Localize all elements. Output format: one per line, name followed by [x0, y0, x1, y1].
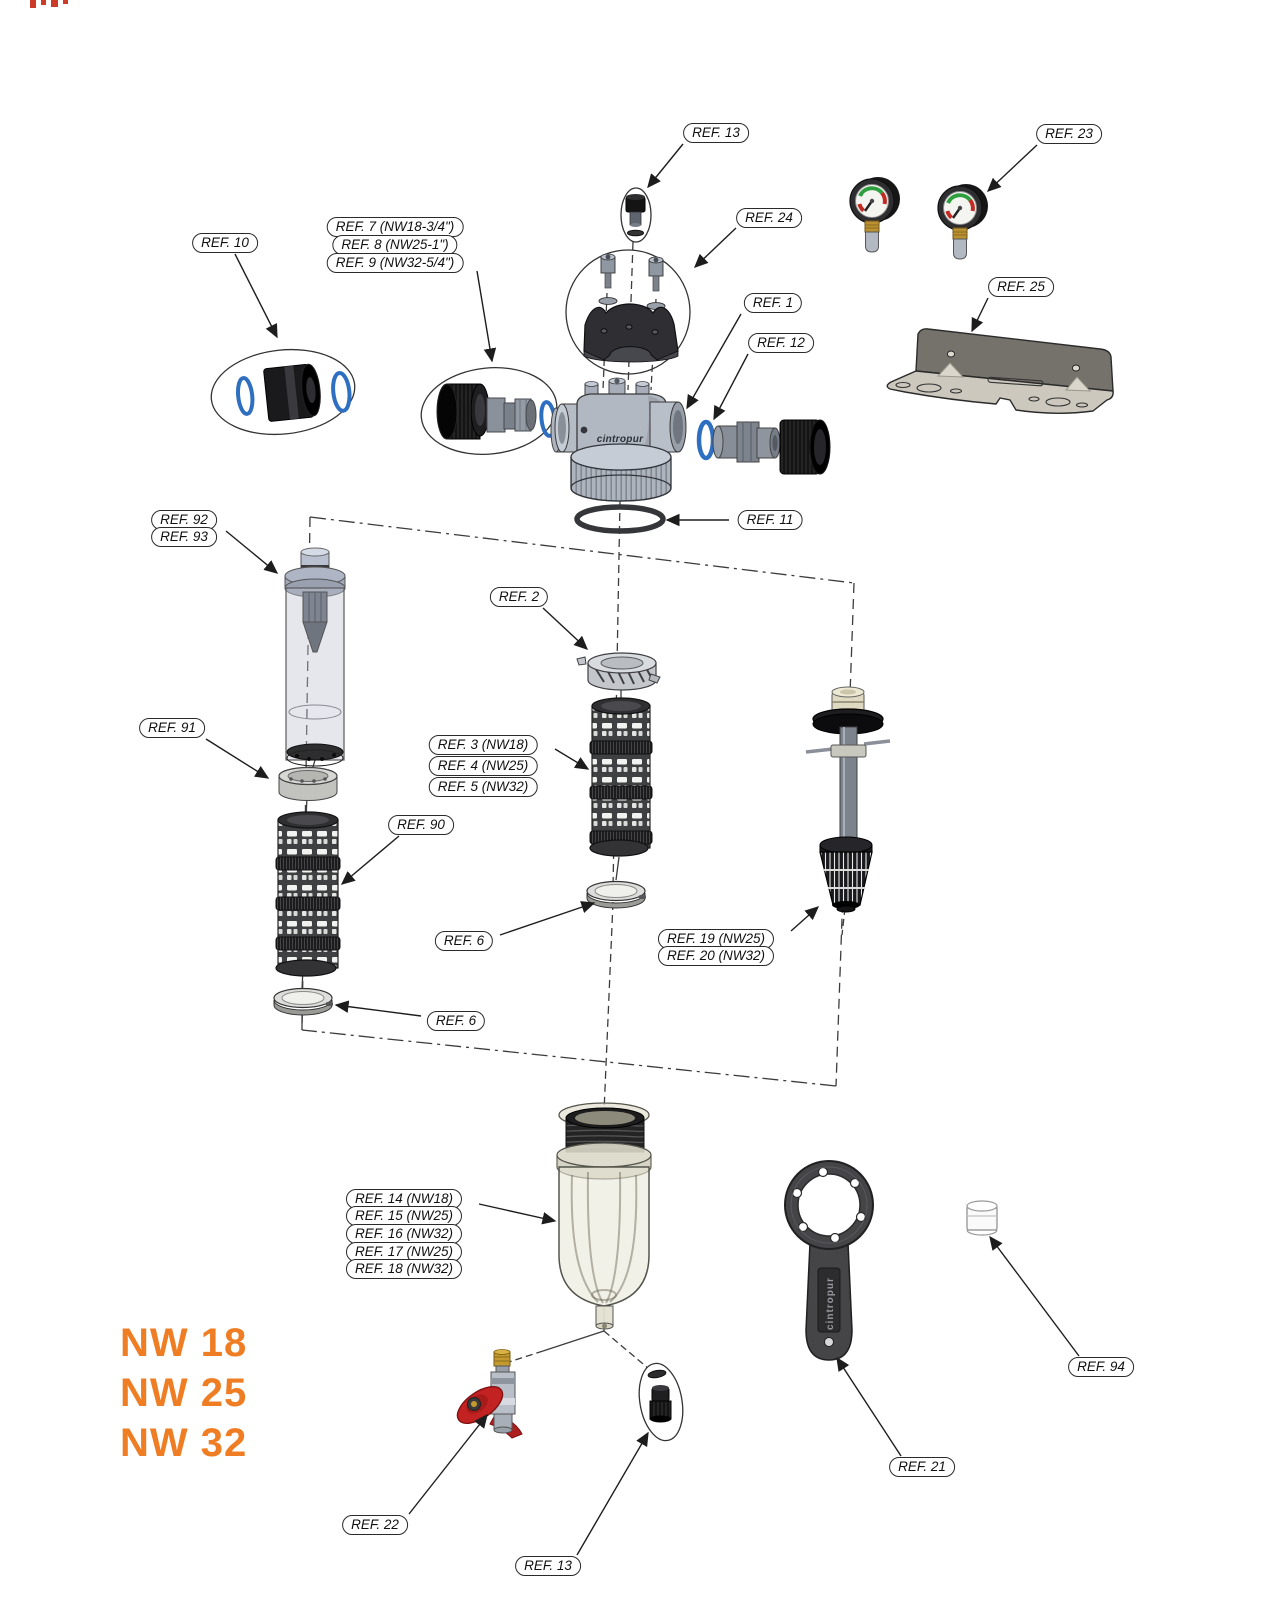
- saddle-bracket: [583, 303, 679, 363]
- callout-ref11: REF. 11: [737, 510, 803, 530]
- vent-plug-detail: [620, 187, 652, 243]
- wall-bracket: [886, 328, 1114, 414]
- callout-ref6-b: REF. 6: [426, 1011, 486, 1031]
- callout-ref8: REF. 8 (NW25-1"): [332, 235, 458, 255]
- callout-ref3: REF. 3 (NW18): [428, 735, 538, 755]
- callout-ref93: REF. 93: [151, 527, 217, 547]
- callout-ref7: REF. 7 (NW18-3/4"): [326, 217, 464, 237]
- callout-ref90: REF. 90: [388, 815, 454, 835]
- callout-ref6-a: REF. 6: [434, 931, 494, 951]
- callout-ref10: REF. 10: [192, 233, 258, 253]
- callout-ref21: REF. 21: [889, 1457, 955, 1477]
- callout-ref13-top: REF. 13: [683, 123, 749, 143]
- turbine-wheel: [576, 652, 661, 691]
- sleeve-end-disc-left: [273, 987, 333, 1016]
- cropped-red-text-artifact: [30, 0, 68, 8]
- callout-ref1: REF. 1: [743, 293, 803, 313]
- reducer-bushing-detail: [210, 348, 356, 436]
- variant-size-nw18: NW 18: [120, 1321, 248, 1365]
- callout-leaders: [205, 143, 1080, 1556]
- callout-ref23: REF. 23: [1036, 124, 1102, 144]
- outlet-oring: [696, 419, 716, 461]
- mounting-clamp-detail: [565, 249, 691, 375]
- callout-ref91: REF. 91: [139, 718, 205, 738]
- clamp-screw-right: [646, 256, 666, 310]
- pressure-gauge-right: [937, 184, 988, 260]
- housing-adapter-ring: [278, 766, 338, 801]
- variant-size-nw25: NW 25: [120, 1371, 248, 1415]
- bowl-wrench: cintropur: [784, 1160, 874, 1361]
- filter-head: cintropur: [550, 377, 687, 502]
- callout-ref4: REF. 4 (NW25): [428, 756, 538, 776]
- callout-ref25: REF. 25: [988, 277, 1054, 297]
- callout-ref22: REF. 22: [342, 1515, 408, 1535]
- callout-ref12: REF. 12: [748, 333, 814, 353]
- filter-sleeve-left: [275, 811, 341, 977]
- drain-plug-detail: [638, 1362, 684, 1442]
- callout-ref17: REF. 17 (NW25): [345, 1242, 463, 1262]
- filter-sleeve-center: [589, 697, 653, 857]
- callout-ref19: REF. 19 (NW25): [657, 929, 775, 949]
- pressure-gauge-left: [849, 177, 900, 253]
- callout-ref9: REF. 9 (NW32-5/4"): [326, 253, 464, 273]
- connector-fitting-detail: [420, 366, 558, 456]
- callout-ref24: REF. 24: [736, 208, 802, 228]
- clear-cartridge-housing: [284, 547, 346, 767]
- outlet-fitting: [712, 421, 781, 463]
- sleeve-end-disc-center: [586, 880, 646, 909]
- filter-bowl: [556, 1102, 652, 1330]
- variant-size-list: NW 18 NW 25 NW 32: [120, 1318, 247, 1468]
- head-brand-text: cintropur: [597, 434, 644, 445]
- variant-size-nw32: NW 32: [120, 1421, 248, 1465]
- grease-cap: [966, 1200, 998, 1236]
- drain-valve: [456, 1349, 523, 1439]
- callout-ref15: REF. 15 (NW25): [345, 1206, 463, 1226]
- callout-ref18: REF. 18 (NW32): [345, 1259, 463, 1279]
- callout-ref16: REF. 16 (NW32): [345, 1224, 463, 1244]
- callout-ref13-bottom: REF. 13: [515, 1556, 581, 1576]
- wrench-brand-text: cintropur: [825, 1277, 836, 1330]
- callout-ref5: REF. 5 (NW32): [428, 777, 538, 797]
- head-oring: [574, 504, 666, 534]
- callout-ref2: REF. 2: [489, 587, 549, 607]
- clamp-screw-left: [598, 253, 618, 305]
- separator-shaft: [805, 686, 891, 913]
- callout-ref94: REF. 94: [1068, 1357, 1134, 1377]
- outlet-nut: [779, 419, 831, 475]
- callout-ref20: REF. 20 (NW32): [657, 946, 775, 966]
